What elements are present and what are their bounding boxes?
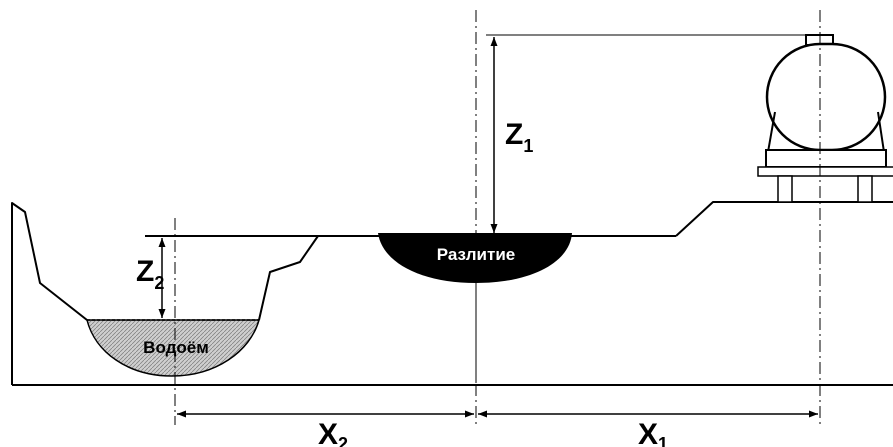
dimension-z2: Z2 — [136, 238, 166, 318]
tank-bogie-bar — [757, 166, 893, 177]
axis-lines — [174, 10, 821, 425]
pond-label: Водоём — [143, 338, 209, 357]
spill-shape — [378, 233, 572, 283]
z1-label: Z1 — [505, 118, 533, 156]
x1-main: X — [638, 418, 658, 447]
tank-wheel-right — [857, 175, 873, 203]
tank-body — [765, 42, 887, 152]
dimension-x1: X1 — [478, 410, 818, 447]
tank-car — [757, 34, 893, 203]
terrain-embankment — [675, 201, 893, 237]
x2-sub: 2 — [338, 434, 348, 447]
pond: Водоём — [86, 319, 260, 377]
x1-sub: 1 — [658, 434, 668, 447]
z1-sub: 1 — [523, 136, 533, 156]
tank-frame — [765, 149, 887, 168]
reference-lines — [475, 34, 806, 383]
spill: Разлитие — [378, 233, 572, 283]
pond-water — [86, 319, 260, 377]
tank-wheel-left — [777, 175, 793, 203]
dimension-z1: Z1 — [490, 37, 533, 233]
tank-strut-left — [767, 111, 776, 153]
x2-label: X2 — [318, 418, 348, 447]
z1-main: Z — [505, 118, 523, 151]
z2-main: Z — [136, 255, 154, 288]
z2-sub: 2 — [154, 273, 164, 293]
x2-main: X — [318, 418, 338, 447]
terrain-left-bank — [11, 202, 88, 385]
z2-label: Z2 — [136, 255, 164, 293]
tank-strut-right — [877, 111, 885, 153]
x1-label: X1 — [638, 418, 668, 447]
dimension-x2: X2 — [177, 410, 474, 447]
terrain-right-bank — [258, 235, 319, 321]
